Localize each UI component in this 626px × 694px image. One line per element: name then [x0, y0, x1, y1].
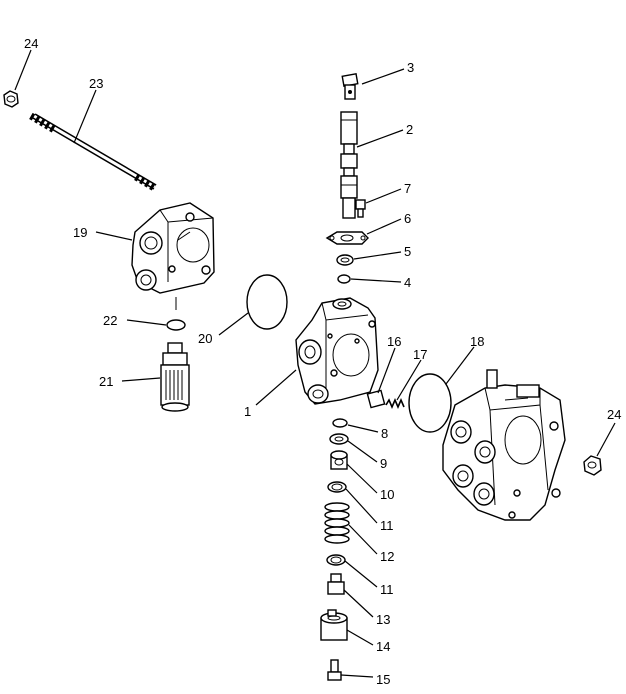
part-4-o-ring: [337, 274, 351, 284]
part-24-nut-top: [3, 90, 19, 108]
callout-21: 21: [99, 374, 113, 389]
part-16-plug: [366, 389, 386, 409]
part-23-stud-bolt: [29, 112, 157, 191]
part-7-bolt: [355, 199, 366, 218]
callout-13: 13: [376, 612, 390, 627]
callout-24-top: 24: [24, 36, 38, 51]
callout-12: 12: [380, 549, 394, 564]
part-2-spool: [340, 111, 358, 219]
leader-lines: [14, 49, 616, 678]
callout-7: 7: [404, 181, 411, 196]
part-17-spring: [385, 397, 405, 410]
part-14-cap: [320, 609, 348, 641]
part-9-washer: [329, 433, 349, 445]
part-11-retainer-lower: [326, 554, 346, 566]
callout-17: 17: [413, 347, 427, 362]
part-11-retainer-upper: [327, 481, 347, 493]
callout-11-upper: 11: [380, 518, 394, 533]
callout-14: 14: [376, 639, 390, 654]
callout-10: 10: [380, 487, 394, 502]
callout-9: 9: [380, 456, 387, 471]
part-15-bolt: [327, 659, 342, 681]
callout-6: 6: [404, 211, 411, 226]
part-5-washer: [336, 254, 354, 266]
part-20-o-ring: [246, 274, 288, 330]
callout-11-lower: 11: [380, 582, 394, 597]
callout-20: 20: [198, 331, 212, 346]
part-1-valve-body: [295, 297, 379, 405]
callout-23: 23: [89, 76, 103, 91]
callout-16: 16: [387, 334, 401, 349]
part-13-poppet: [327, 573, 345, 595]
part-valve-body-right: [442, 369, 566, 521]
callout-15: 15: [376, 672, 390, 687]
callout-18: 18: [470, 334, 484, 349]
callout-24-right: 24: [607, 407, 621, 422]
callout-3: 3: [407, 60, 414, 75]
callout-8: 8: [381, 426, 388, 441]
part-18-o-ring: [408, 373, 452, 433]
callout-1: 1: [244, 404, 251, 419]
callout-5: 5: [404, 244, 411, 259]
part-10-seat: [330, 450, 348, 470]
part-3-fitting: [341, 73, 359, 100]
callout-22: 22: [103, 313, 117, 328]
callout-19: 19: [73, 225, 87, 240]
part-8-o-ring: [332, 418, 348, 428]
part-24-nut-right: [583, 455, 602, 476]
part-22-o-ring: [166, 319, 186, 331]
part-21-relief-valve: [160, 342, 190, 412]
callout-4: 4: [404, 275, 411, 290]
part-19-cover: [131, 202, 215, 310]
callout-numbers: 24 23 19 22 21 20 3 2 7 6 5 4 1 16 17 18…: [24, 36, 621, 687]
part-6-plate: [325, 231, 369, 245]
part-12-spring: [324, 502, 350, 544]
callout-2: 2: [406, 122, 413, 137]
